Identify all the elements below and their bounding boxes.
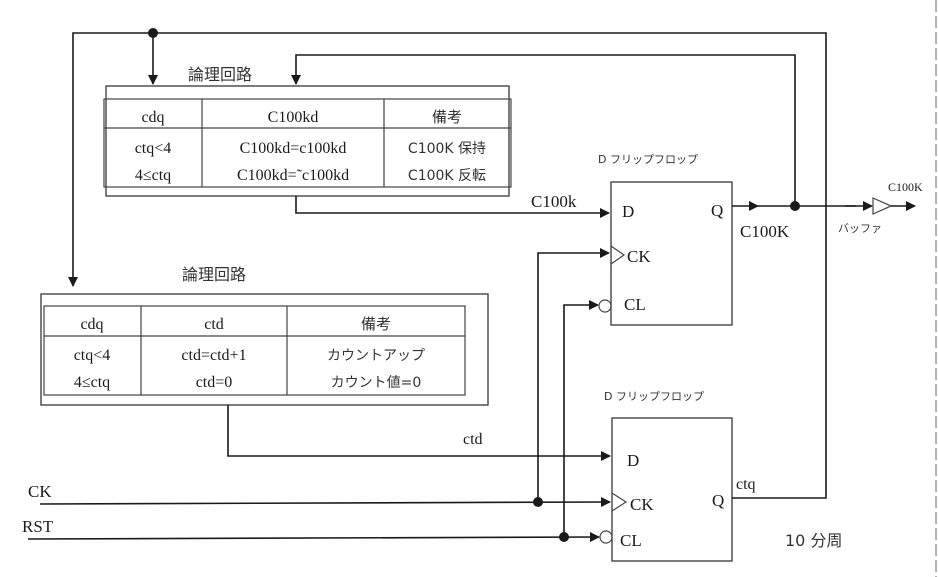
- wire-rst-top: [563, 300, 599, 537]
- logic-bottom-table: [43, 305, 466, 396]
- wire-ctq-feedback: [68, 32, 827, 499]
- clock-edge-icon: [611, 492, 628, 512]
- logic-top-table: [103, 98, 512, 188]
- logic-top-header-c100kd: C100kd: [268, 109, 319, 126]
- label-ctd: ctd: [463, 431, 483, 448]
- ff-bottom-body: [611, 417, 733, 562]
- logic-top-cell: C100K 反転: [408, 168, 486, 184]
- label-ctq: ctq: [736, 476, 756, 493]
- label-c100k-out: C100K: [740, 222, 790, 241]
- logic-bottom-header-cdq: cdq: [80, 316, 103, 333]
- label-divide-by-10: 10 分周: [785, 531, 842, 550]
- logic-top-cell: C100kd=˜c100kd: [237, 167, 349, 184]
- logic-bottom-cell: カウントアップ: [327, 348, 425, 364]
- label-ck: CK: [28, 482, 52, 501]
- logic-bottom-title: 論理回路: [182, 265, 246, 284]
- ff-bottom-title: D フリップフロップ: [604, 390, 704, 403]
- wire-ck: [39, 497, 611, 508]
- logic-top-title: 論理回路: [188, 65, 252, 84]
- ff-bottom-pin-ck: CK: [630, 495, 654, 514]
- buffer-icon: [872, 197, 893, 215]
- d-flipflop-top: D フリップフロップ D CK CL Q: [598, 153, 733, 326]
- logic-bottom-cell: 4≤ctq: [74, 374, 110, 391]
- ff-bottom-pin-d: D: [627, 451, 639, 470]
- logic-top-header-cdq: cdq: [141, 109, 164, 126]
- ff-top-title: D フリップフロップ: [598, 153, 698, 166]
- logic-top-frame: [105, 85, 510, 197]
- ff-bottom-pin-cl: CL: [620, 531, 642, 550]
- logic-bottom-frame: [40, 293, 489, 406]
- logic-block-top: 論理回路 cdq C100kd 備考 ctq<4 C100kd=c100kd C…: [103, 65, 512, 197]
- ff-top-pin-q: Q: [711, 201, 723, 220]
- wire-c100kd: [295, 196, 610, 218]
- logic-bottom-cell: カウント値=0: [331, 375, 422, 391]
- logic-top-cell: C100kd=c100kd: [240, 140, 347, 157]
- ff-top-pin-cl: CL: [624, 295, 646, 314]
- wire-c100k-feedback: [291, 54, 796, 206]
- d-flipflop-bottom: D フリップフロップ D CK CL Q: [599, 390, 733, 562]
- ff-top-pin-ck: CK: [627, 247, 651, 266]
- logic-top-header-note: 備考: [432, 108, 462, 126]
- label-rst: RST: [22, 517, 54, 536]
- logic-top-cell: ctq<4: [135, 140, 172, 157]
- wire-ck-top: [537, 248, 610, 502]
- ff-top-pin-d: D: [622, 202, 634, 221]
- label-buffer: バッファ: [838, 222, 882, 235]
- inversion-bubble-icon: [598, 299, 612, 313]
- ff-top-body: [610, 181, 733, 326]
- label-c100k-in: C100k: [531, 192, 577, 211]
- logic-bottom-header-ctd: ctd: [204, 316, 224, 333]
- ff-bottom-pin-q: Q: [712, 491, 724, 510]
- logic-top-cell: C100K 保持: [408, 141, 486, 157]
- logic-block-bottom: 論理回路 cdq ctd 備考 ctq<4 ctd=ctd+1 カウントアップ …: [40, 265, 489, 406]
- logic-bottom-cell: ctd=ctd+1: [181, 347, 246, 364]
- logic-bottom-header-note: 備考: [361, 315, 391, 333]
- junction-dot: [148, 28, 158, 38]
- label-buffer-out: C100K: [888, 180, 923, 194]
- logic-bottom-cell: ctd=0: [196, 374, 233, 391]
- inversion-bubble-icon: [599, 530, 613, 544]
- junction-dot: [790, 201, 800, 211]
- logic-bottom-cell: ctq<4: [74, 347, 111, 364]
- wire-rst: [27, 532, 600, 543]
- junction-dot: [533, 497, 543, 507]
- junction-dot: [559, 532, 569, 542]
- clock-edge-icon: [610, 245, 626, 265]
- logic-top-cell: 4≤ctq: [135, 167, 171, 184]
- wire-ctd: [227, 405, 611, 461]
